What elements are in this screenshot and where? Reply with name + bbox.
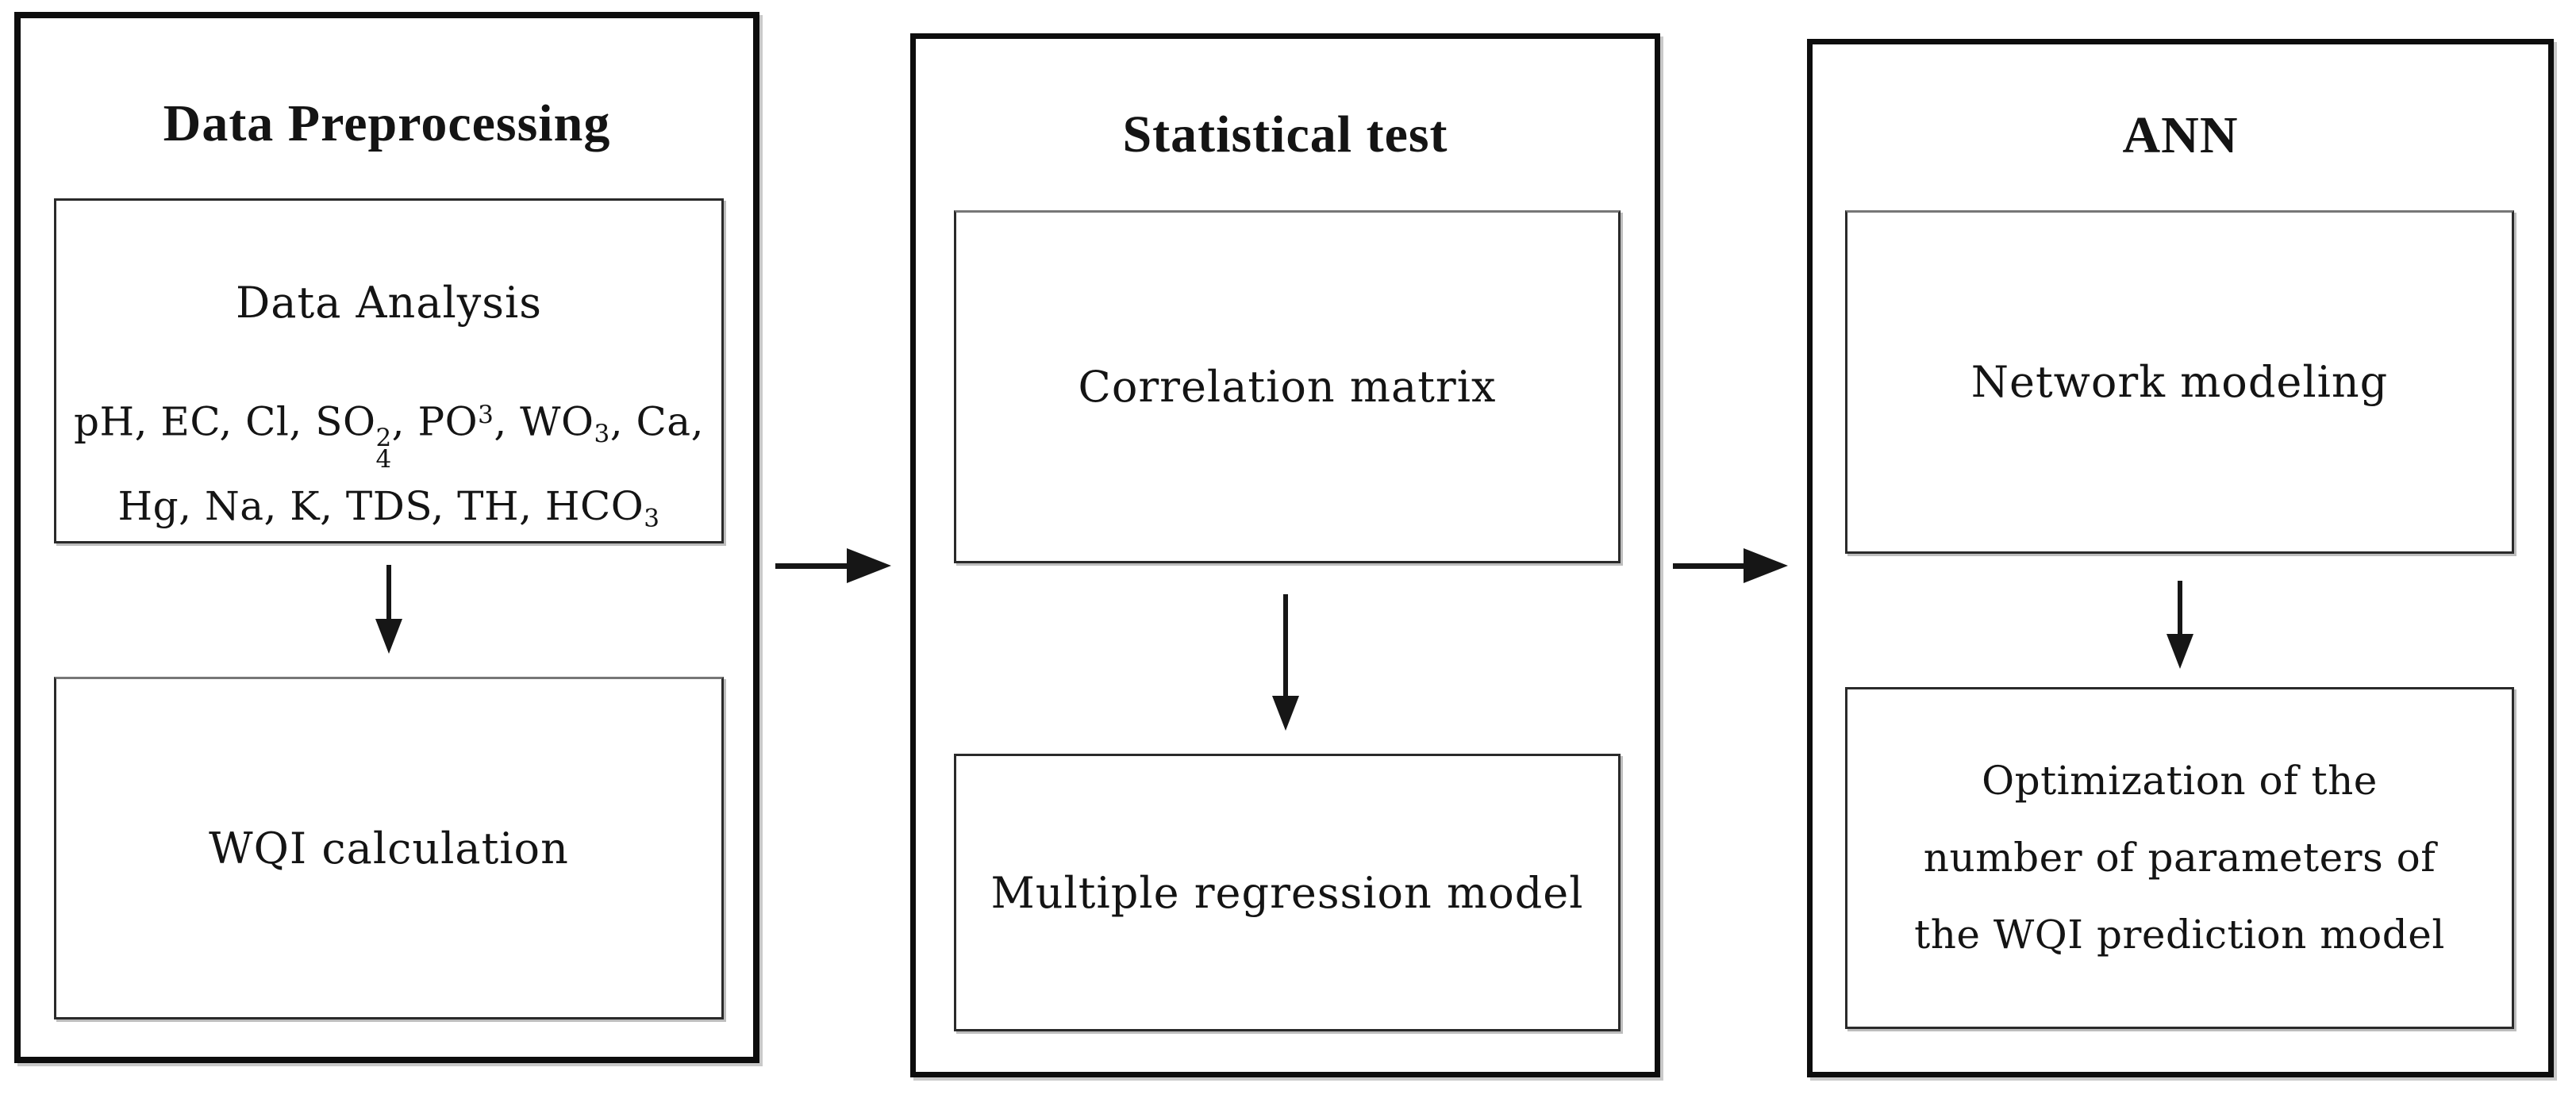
arrow-shaft: [775, 563, 847, 569]
arrow-head: [1272, 696, 1299, 731]
panel-data-preprocessing: Data Preprocessing Data Analysis pH, EC,…: [14, 12, 759, 1063]
panel-ann: ANN Network modeling Optimization of the…: [1807, 39, 2554, 1077]
optimization-line-2: number of parameters of: [1923, 835, 2436, 881]
wqi-calculation-label: WQI calculation: [209, 823, 569, 874]
right-arrow-icon: [775, 548, 891, 583]
panel-title-statistical-test: Statistical test: [1122, 106, 1448, 163]
down-arrow-icon: [375, 565, 402, 654]
network-modeling-box: Network modeling: [1845, 210, 2514, 554]
parameter-line-2: Hg, Na, K, TDS, TH, HCO3: [117, 483, 660, 533]
optimization-line-1: Optimization of the: [1982, 758, 2378, 804]
network-modeling-label: Network modeling: [1970, 357, 2389, 407]
down-arrow-icon: [1272, 594, 1299, 731]
wqi-optimization-label: Optimization of the number of parameters…: [1914, 743, 2445, 973]
multiple-regression-label: Multiple regression model: [990, 867, 1584, 918]
arrow-head: [375, 619, 402, 654]
panel-statistical-test: Statistical test Correlation matrix Mult…: [910, 33, 1660, 1077]
panel-title-data-preprocessing: Data Preprocessing: [163, 94, 611, 152]
correlation-matrix-box: Correlation matrix: [954, 210, 1621, 563]
arrow-shaft: [386, 565, 391, 619]
arrow-head: [847, 548, 891, 583]
panel-title-ann: ANN: [2122, 106, 2239, 164]
data-analysis-heading: Data Analysis: [236, 278, 542, 328]
wqi-optimization-box: Optimization of the number of parameters…: [1845, 687, 2514, 1029]
arrow-shaft: [2178, 581, 2182, 634]
arrow-shaft: [1673, 563, 1744, 569]
optimization-line-3: the WQI prediction model: [1914, 912, 2445, 958]
arrow-head: [1744, 548, 1788, 583]
right-arrow-icon: [1673, 548, 1788, 583]
down-arrow-icon: [2167, 581, 2193, 669]
correlation-matrix-label: Correlation matrix: [1078, 362, 1497, 412]
wqi-calculation-box: WQI calculation: [54, 677, 724, 1019]
multiple-regression-box: Multiple regression model: [954, 754, 1621, 1031]
arrow-head: [2167, 634, 2193, 669]
arrow-shaft: [1283, 594, 1288, 696]
